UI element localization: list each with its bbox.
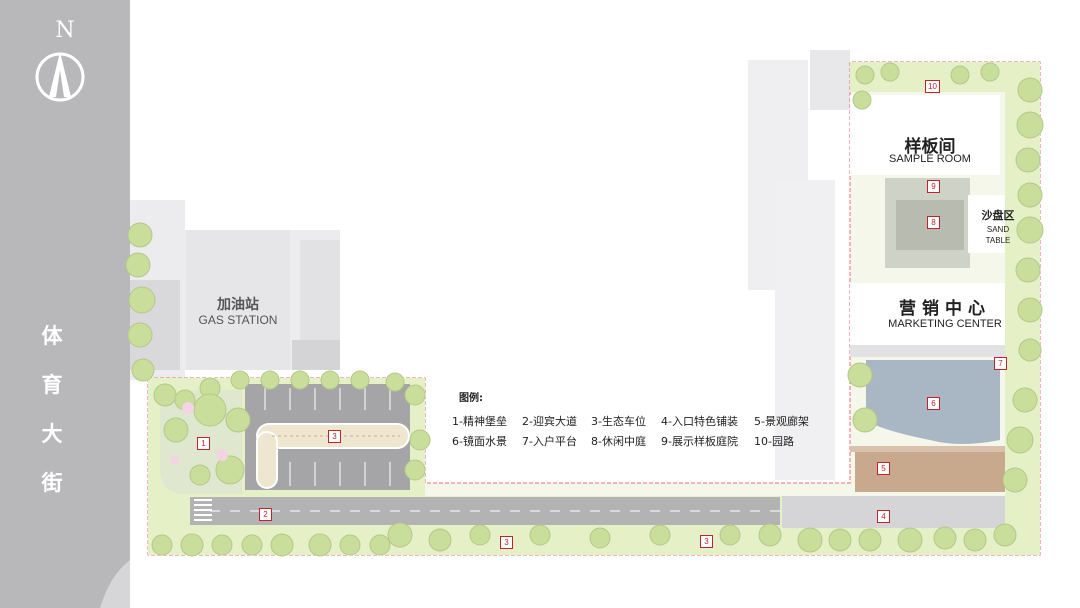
marker-3: 3 xyxy=(328,430,341,443)
legend-item: 5-景观廊架 xyxy=(754,415,809,428)
north-letter: N xyxy=(55,18,75,43)
marker-3: 3 xyxy=(500,536,513,549)
street-name-char: 育 xyxy=(41,373,63,397)
legend-item: 4-入口特色铺装 xyxy=(661,415,738,428)
gas-station-building xyxy=(186,230,290,370)
street-name-char: 街 xyxy=(41,471,63,495)
crosswalk xyxy=(194,499,212,521)
marker-6: 6 xyxy=(927,397,940,410)
legend-item: 2-迎宾大道 xyxy=(522,415,577,428)
legend-item: 9-展示样板庭院 xyxy=(661,435,738,448)
marker-5: 5 xyxy=(877,462,890,475)
street-name-tiyu-street: 体 育 大 街 xyxy=(0,312,104,508)
legend-item: 3-生态车位 xyxy=(591,415,646,428)
street-name-char: 大 xyxy=(41,422,63,446)
sand-table-label-en-2: TABLE xyxy=(985,236,1011,245)
marker-7: 7 xyxy=(994,357,1007,370)
marker-8: 8 xyxy=(927,216,940,229)
legend-item: 8-休闲中庭 xyxy=(591,435,646,448)
sample-room-label-cn: 样板间 xyxy=(904,137,956,157)
marketing-center-building xyxy=(850,283,1005,345)
north-arrow-icon xyxy=(35,52,85,102)
street-band xyxy=(0,0,130,608)
marketing-center-label-cn: 营销中心 xyxy=(899,299,991,319)
sample-room-building xyxy=(850,95,1000,175)
sand-table-label-en-1: SAND xyxy=(986,225,1010,234)
gas-station-label-en: GAS STATION xyxy=(198,313,278,327)
legend-item: 10-园路 xyxy=(754,435,794,448)
sand-table-room xyxy=(968,195,1005,253)
legend-title: 图例: xyxy=(459,393,483,404)
entrance-paving xyxy=(782,496,1005,528)
marker-3: 3 xyxy=(700,535,713,548)
legend-item: 6-镜面水景 xyxy=(452,435,507,448)
marker-4: 4 xyxy=(877,510,890,523)
marker-10: 10 xyxy=(925,80,940,93)
gas-station-label-cn: 加油站 xyxy=(217,297,259,313)
sand-table-label-cn: 沙盘区 xyxy=(981,209,1015,222)
street-name-char: 体 xyxy=(41,324,63,348)
marker-1: 1 xyxy=(197,437,210,450)
legend-item: 7-入户平台 xyxy=(522,435,577,448)
sample-room-label-en: SAMPLE ROOM xyxy=(889,153,971,165)
street-curve xyxy=(100,560,130,608)
welcome-avenue-road xyxy=(190,497,780,525)
legend-item: 1-精神堡垒 xyxy=(452,415,507,428)
marker-9: 9 xyxy=(927,180,940,193)
marketing-center-label-en: MARKETING CENTER xyxy=(888,318,1002,330)
marker-2: 2 xyxy=(259,508,272,521)
